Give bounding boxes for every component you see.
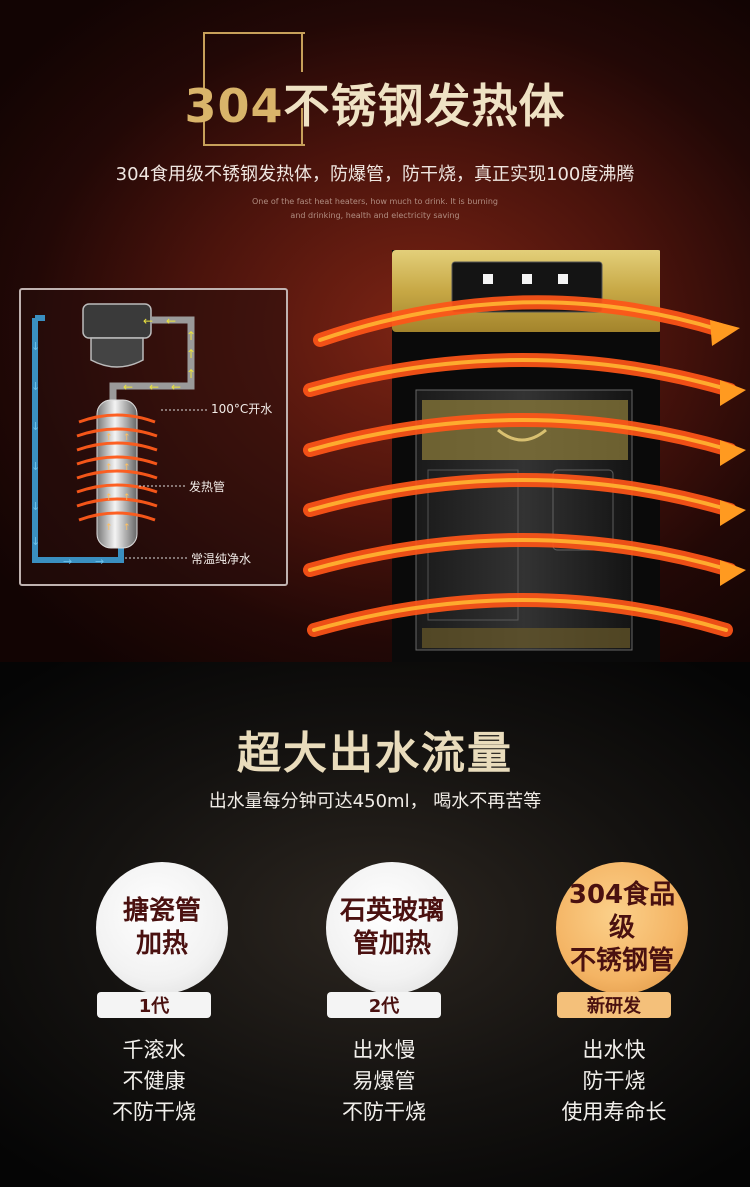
svg-text:↑: ↑ (123, 493, 131, 503)
svg-text:↑: ↑ (186, 329, 196, 343)
english-caption-line: and drinking, health and electricity sav… (290, 211, 460, 220)
gen3-circle-line: 304食品级 (568, 879, 676, 943)
gen1-circle-line: 加热 (135, 929, 188, 959)
svg-text:→: → (63, 555, 72, 568)
svg-text:←: ← (123, 380, 133, 394)
heat-swirls (76, 413, 158, 522)
gen1-feature: 不防干烧 (112, 1100, 196, 1124)
flow-subtitle: 出水量每分钟可达450ml， 喝水不再苦等 (208, 791, 542, 812)
gen1-feature: 千滚水 (122, 1038, 186, 1062)
svg-text:↑: ↑ (105, 493, 113, 503)
svg-text:↑: ↑ (186, 367, 196, 381)
gen2-feature: 易爆管 (352, 1069, 416, 1093)
gen2-feature: 不防干烧 (342, 1100, 426, 1124)
title-text: 不锈钢发热体 (283, 79, 566, 133)
generation-1-card: 搪瓷管 加热 1代 千滚水 不健康 不防干烧 (92, 862, 232, 1142)
water-tank (82, 303, 152, 339)
svg-text:↓: ↓ (31, 420, 40, 433)
gen1-circle-line: 搪瓷管 (122, 896, 201, 926)
gen3-tag: 新研发 (557, 992, 671, 1018)
gen2-circle-line: 管加热 (352, 929, 431, 959)
svg-text:←: ← (166, 314, 176, 328)
gen3-feature: 使用寿命长 (561, 1100, 667, 1124)
gen2-feature: 出水慢 (352, 1038, 416, 1062)
svg-text:←: ← (171, 380, 181, 394)
heater-section: 304不锈钢发热体 304食用级不锈钢发热体，防爆管，防干烧，真正实现100度沸… (0, 0, 750, 662)
generation-new-card: 304食品级 不锈钢管 新研发 出水快 防干烧 使用寿命长 (552, 862, 692, 1142)
svg-text:↑: ↑ (186, 347, 196, 361)
gen1-tag: 1代 (97, 992, 211, 1018)
cold-water-pipe (32, 318, 124, 563)
svg-text:→: → (95, 555, 104, 568)
title-frame-edge (301, 32, 303, 72)
svg-text:↓: ↓ (31, 500, 40, 513)
label-pure-water: 常温纯净水 (191, 552, 252, 566)
svg-text:↑: ↑ (105, 463, 113, 473)
label-heater-tube: 发热管 (189, 480, 226, 494)
gen2-tag: 2代 (327, 992, 441, 1018)
gen1-feature: 不健康 (122, 1069, 186, 1093)
heating-diagram-graphic: ↓ ↓ ↓ ↓ ↓ ↓ → → ← ← ↑ ↑ ↑ ← ← ← (31, 303, 209, 568)
section-subtitle: 304食用级不锈钢发热体，防爆管，防干烧，真正实现100度沸腾 (115, 164, 635, 185)
gen2-circle: 石英玻璃 管加热 (326, 862, 458, 994)
svg-text:↑: ↑ (123, 433, 131, 443)
svg-text:↓: ↓ (31, 340, 40, 353)
svg-text:↑: ↑ (123, 523, 131, 533)
svg-text:←: ← (149, 380, 159, 394)
english-caption-line: One of the fast heat heaters, how much t… (252, 197, 498, 206)
svg-text:↓: ↓ (31, 535, 40, 548)
svg-text:←: ← (143, 314, 153, 328)
heater-tube (96, 399, 138, 549)
heating-diagram: ↓ ↓ ↓ ↓ ↓ ↓ → → ← ← ↑ ↑ ↑ ← ← ← (19, 288, 288, 586)
svg-text:↓: ↓ (31, 460, 40, 473)
gen3-feature: 防干烧 (582, 1069, 646, 1093)
generation-2-card: 石英玻璃 管加热 2代 出水慢 易爆管 不防干烧 (322, 862, 462, 1142)
flow-title: 超大出水流量 (237, 728, 513, 779)
svg-text:↓: ↓ (31, 380, 40, 393)
gen3-feature: 出水快 (582, 1038, 646, 1062)
title-frame (203, 32, 305, 146)
gen3-circle-line: 不锈钢管 (569, 945, 674, 976)
gen3-circle: 304食品级 不锈钢管 (556, 862, 688, 994)
title-frame-edge (301, 108, 303, 144)
svg-text:↑: ↑ (105, 523, 113, 533)
svg-text:↑: ↑ (105, 433, 113, 443)
gen2-circle-line: 石英玻璃 (339, 896, 444, 926)
section-title: 304不锈钢发热体 (0, 70, 750, 136)
heat-waves-graphic (303, 295, 746, 637)
label-boiling-water: 100°C开水 (211, 402, 273, 416)
english-caption: One of the fast heat heaters, how much t… (0, 195, 750, 223)
flow-rate-section: 超大出水流量 出水量每分钟可达450ml， 喝水不再苦等 搪瓷管 加热 1代 千… (0, 662, 750, 1187)
control-button (558, 274, 568, 284)
svg-text:↑: ↑ (123, 463, 131, 473)
control-button (483, 274, 493, 284)
control-button (522, 274, 532, 284)
title-number: 304 (184, 79, 284, 133)
hot-water-pipe (109, 316, 195, 400)
gen1-circle: 搪瓷管 加热 (96, 862, 228, 994)
